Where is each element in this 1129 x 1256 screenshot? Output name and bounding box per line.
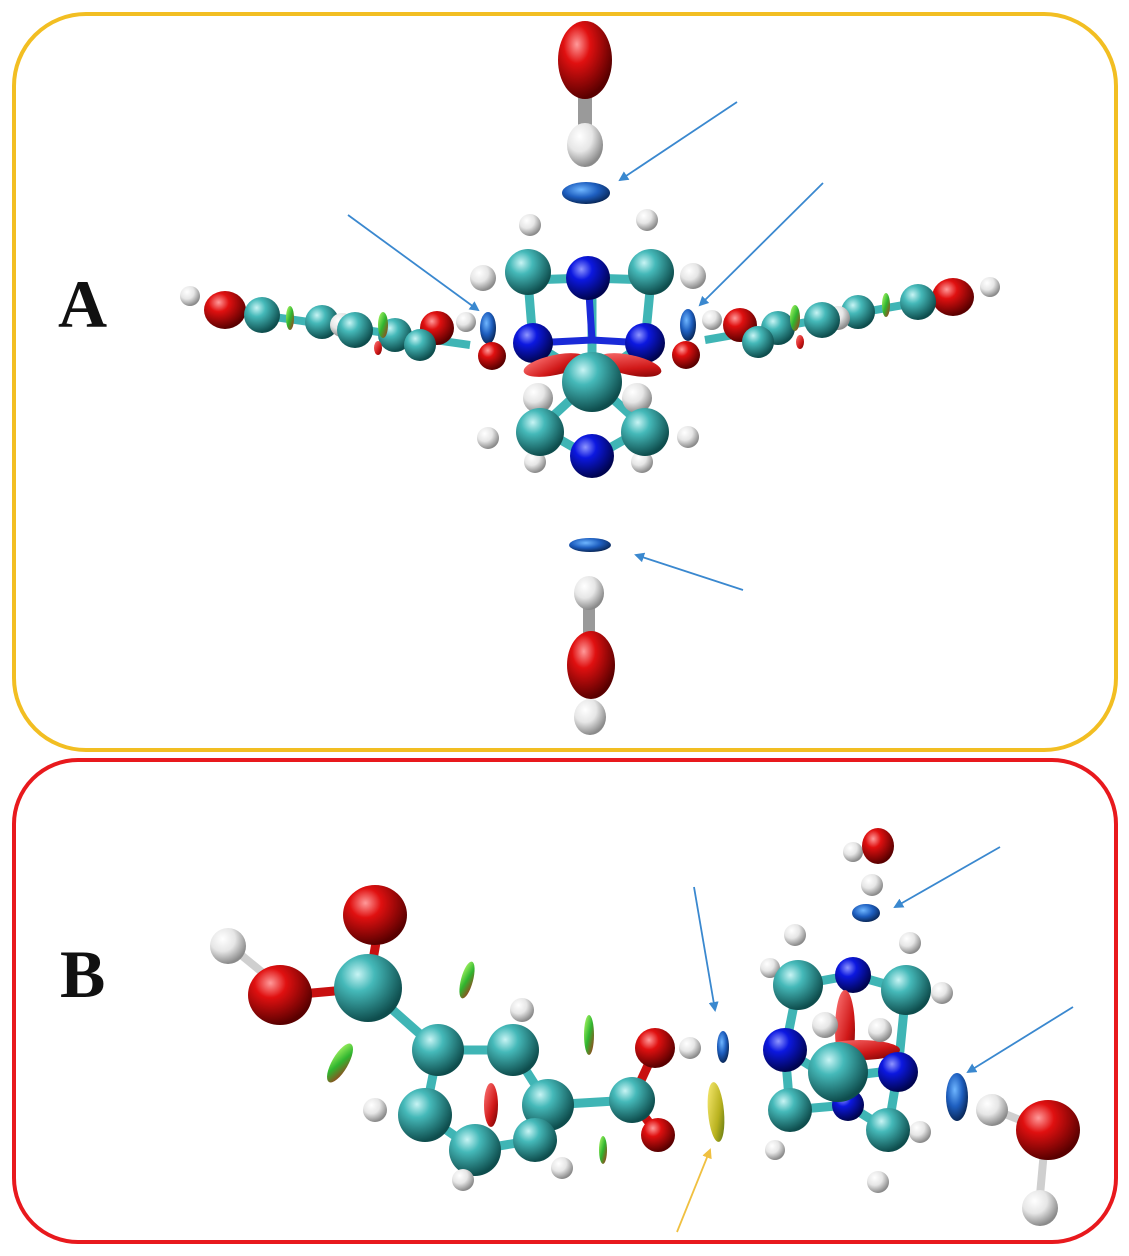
arrow-top	[618, 101, 738, 182]
water-molecule-bottom	[567, 576, 615, 735]
panel-a-label: A	[58, 266, 108, 342]
arrow-b-top-right	[893, 846, 1001, 908]
water-molecule-top	[558, 21, 612, 167]
arrow-b-center-top	[693, 886, 719, 1012]
central-ring-a	[470, 209, 706, 478]
hydrogen-bond-surface-top	[562, 182, 610, 204]
benzoic-acid-molecule	[210, 885, 701, 1191]
cage-molecule-b	[760, 924, 953, 1193]
arrow-upper-left	[347, 214, 480, 312]
panel-b-frame	[12, 758, 1118, 1244]
hydrogen-bond-surface-b-center	[717, 1031, 729, 1063]
panel-b-label: B	[60, 936, 106, 1012]
water-molecule-b-top	[843, 828, 894, 896]
arrow-b-right	[966, 1006, 1074, 1074]
panel-a	[12, 12, 1118, 752]
panel-a-frame	[12, 12, 1118, 752]
hydrogen-bond-surface-b-right	[946, 1073, 968, 1121]
left-arm-a	[180, 286, 506, 370]
nci-surfaces-b	[327, 904, 968, 1164]
hydrogen-bond-surface-left	[480, 312, 496, 344]
hydrogen-bond-surface-right	[680, 309, 696, 341]
right-arm-a	[672, 277, 1000, 369]
arrows-panel-b	[676, 846, 1074, 1233]
hydrogen-bond-surface-bottom	[569, 538, 611, 552]
arrow-b-yellow	[676, 1148, 712, 1233]
hydrogen-bond-surface-b-top	[852, 904, 880, 922]
arrow-upper-right	[698, 182, 824, 307]
water-molecule-b-right	[976, 1094, 1080, 1226]
arrow-bottom	[634, 552, 744, 591]
arrows-panel-a	[347, 101, 824, 591]
panel-b	[12, 758, 1118, 1244]
weak-interaction-surface-b	[707, 1082, 725, 1142]
